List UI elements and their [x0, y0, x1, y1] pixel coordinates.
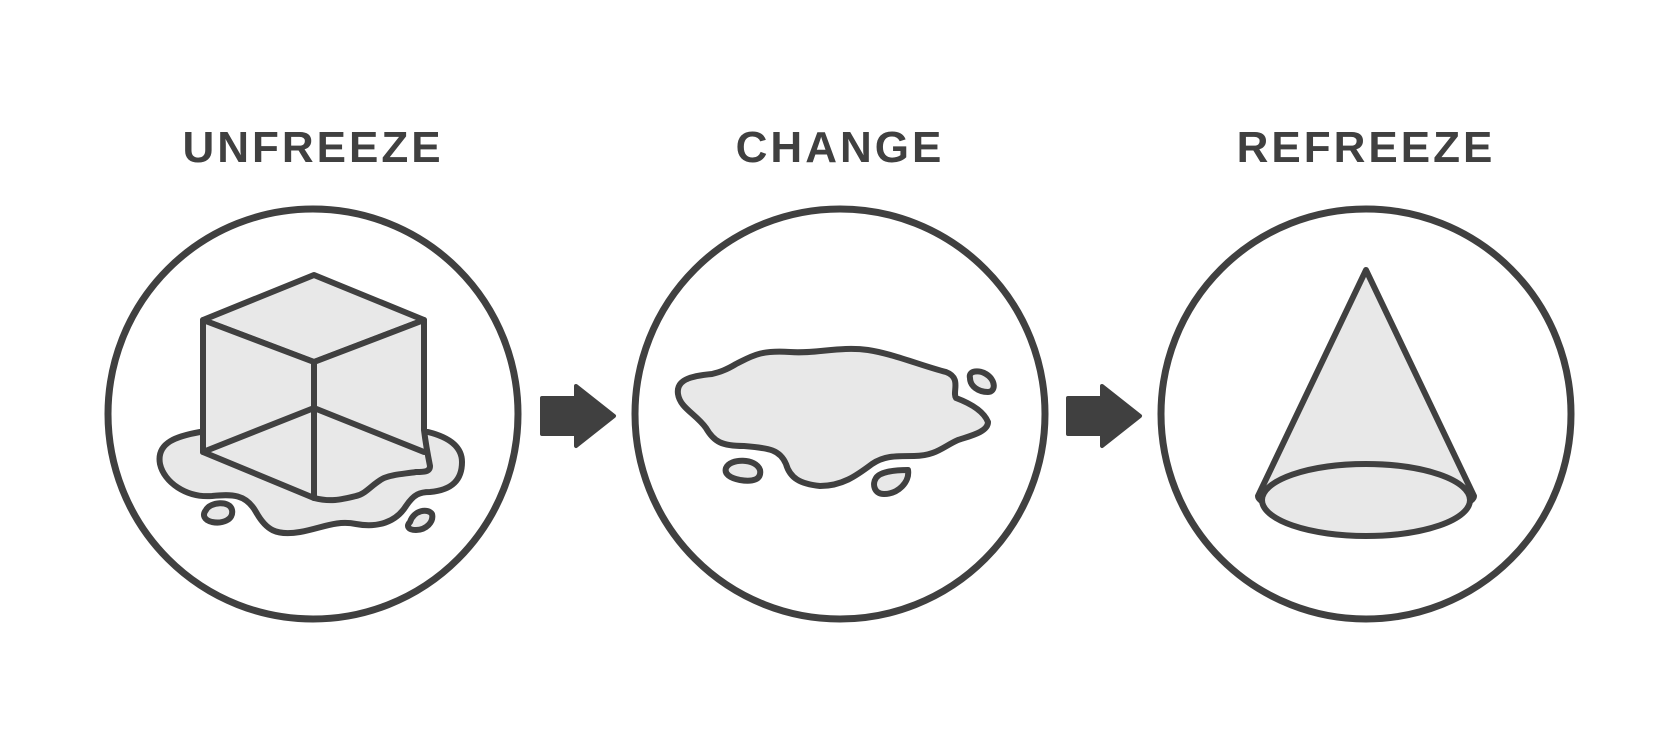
- stage-title-change: CHANGE: [735, 123, 945, 172]
- arrow-right-icon: [1066, 384, 1142, 448]
- stage-title-refreeze: REFREEZE: [1236, 123, 1496, 172]
- arrow-right-icon: [540, 384, 616, 448]
- stage-change: [631, 205, 1049, 623]
- melting-ice-cube-icon: [156, 272, 465, 537]
- stage-refreeze: [1157, 205, 1575, 623]
- water-puddle-icon: [674, 345, 997, 497]
- stage-title-unfreeze: UNFREEZE: [182, 123, 444, 172]
- ice-cone-icon: [1255, 267, 1477, 539]
- stage-unfreeze: [104, 205, 522, 623]
